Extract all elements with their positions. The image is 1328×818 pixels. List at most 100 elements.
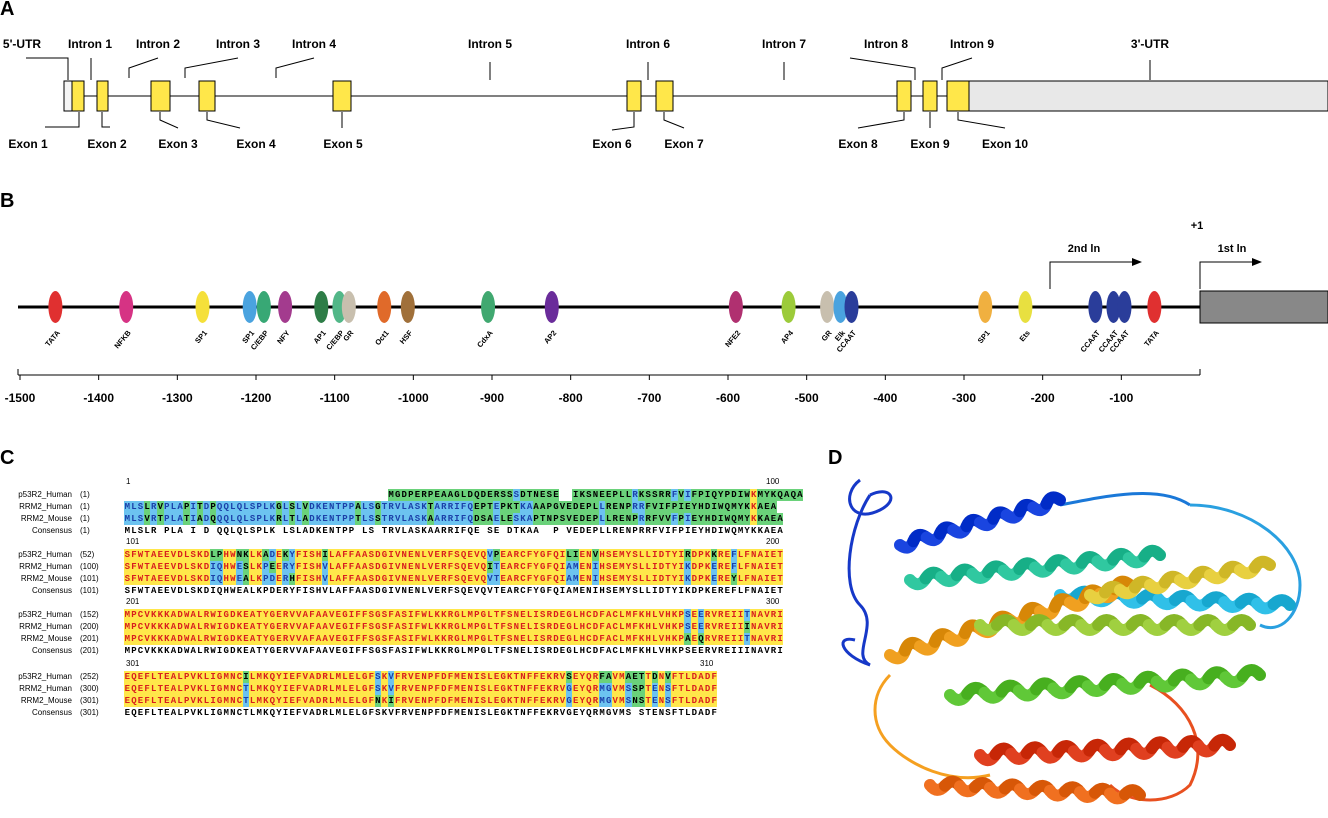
residue: Q: [216, 561, 223, 573]
residue: S: [480, 671, 487, 683]
residue: E: [691, 621, 698, 633]
residue: A: [605, 633, 612, 645]
axis-tick-label: -100: [1109, 391, 1133, 405]
residue: H: [223, 586, 229, 596]
residue: Y: [288, 561, 296, 573]
residue: P: [671, 501, 678, 513]
residue: E: [414, 683, 421, 695]
residue: D: [440, 695, 448, 707]
residue: L: [605, 513, 612, 525]
residue: A: [170, 621, 177, 633]
residue: L: [526, 621, 533, 633]
residue: L: [262, 501, 270, 513]
residue: P: [183, 671, 190, 683]
residue: [236, 489, 243, 501]
residue: A: [770, 501, 777, 513]
residue: G: [381, 573, 388, 585]
residue: I: [486, 561, 494, 573]
residue: L: [526, 646, 533, 656]
residue: S: [309, 586, 315, 596]
residue: A: [354, 549, 362, 561]
exon-label: Exon 3: [158, 137, 198, 151]
residue: D: [177, 646, 183, 656]
residue: A: [605, 646, 612, 656]
residue: K: [638, 633, 645, 645]
residue: R: [203, 609, 210, 621]
residue: L: [150, 708, 157, 718]
residue: K: [546, 695, 553, 707]
residue: L: [203, 695, 210, 707]
residue: G: [565, 621, 573, 633]
residue: L: [130, 501, 138, 513]
residue: M: [124, 646, 130, 656]
residue: V: [764, 646, 770, 656]
residue: D: [473, 513, 481, 525]
residue: A: [605, 671, 612, 683]
residue: I: [454, 526, 460, 536]
residue: F: [447, 671, 454, 683]
residue: E: [499, 573, 507, 585]
residue: A: [361, 549, 368, 561]
residue: S: [381, 609, 388, 621]
residue: E: [473, 501, 481, 513]
residue: H: [222, 573, 230, 585]
residue: K: [315, 526, 322, 536]
residue: K: [282, 549, 289, 561]
residue: L: [143, 501, 151, 513]
residue: G: [216, 671, 223, 683]
residue: R: [387, 501, 395, 513]
residue: D: [691, 708, 698, 718]
residue: F: [295, 573, 303, 585]
residue: L: [262, 513, 270, 525]
residue: V: [427, 561, 434, 573]
residue: D: [691, 549, 698, 561]
residue: T: [335, 501, 342, 513]
sequence-residues: EQEFLTEALPVKLIGMNCTLMKQYIEFVADRLMLELGFSK…: [124, 683, 718, 695]
sequence-name: p53R2_Human: [18, 490, 72, 499]
residue: W: [183, 633, 190, 645]
residue: [216, 489, 223, 501]
residue: W: [421, 646, 427, 656]
residue: D: [552, 621, 560, 633]
residue: I: [302, 586, 309, 596]
residue: L: [460, 646, 467, 656]
residue: L: [638, 586, 645, 596]
residue: H: [644, 633, 652, 645]
residue: E: [124, 683, 131, 695]
residue: N: [400, 573, 408, 585]
residue: V: [407, 683, 415, 695]
residue: S: [664, 695, 672, 707]
residue: E: [711, 586, 717, 596]
residue: E: [770, 513, 777, 525]
residue: E: [276, 586, 282, 596]
residue: L: [229, 513, 237, 525]
residue: I: [737, 633, 744, 645]
residue: S: [638, 708, 645, 718]
residue: E: [770, 561, 777, 573]
residue: R: [546, 621, 553, 633]
residue: G: [381, 561, 388, 573]
residue: A: [757, 549, 764, 561]
residue: A: [315, 646, 322, 656]
residue: K: [440, 633, 448, 645]
residue: G: [375, 646, 381, 656]
residue: I: [473, 695, 481, 707]
residue: R: [440, 561, 448, 573]
residue: F: [499, 621, 507, 633]
residue: [190, 489, 197, 501]
residue: L: [249, 671, 256, 683]
residue: S: [605, 549, 612, 561]
residue: [243, 489, 250, 501]
residue: F: [447, 695, 454, 707]
residue: K: [546, 683, 553, 695]
residue: N: [414, 586, 421, 596]
residue: R: [400, 695, 408, 707]
residue: T: [743, 609, 751, 621]
residue: Q: [552, 549, 560, 561]
residue: V: [295, 621, 303, 633]
residue: R: [717, 621, 725, 633]
residue: P: [164, 526, 170, 536]
residue: K: [381, 695, 388, 707]
residue: E: [539, 683, 546, 695]
residue: E: [433, 489, 441, 501]
